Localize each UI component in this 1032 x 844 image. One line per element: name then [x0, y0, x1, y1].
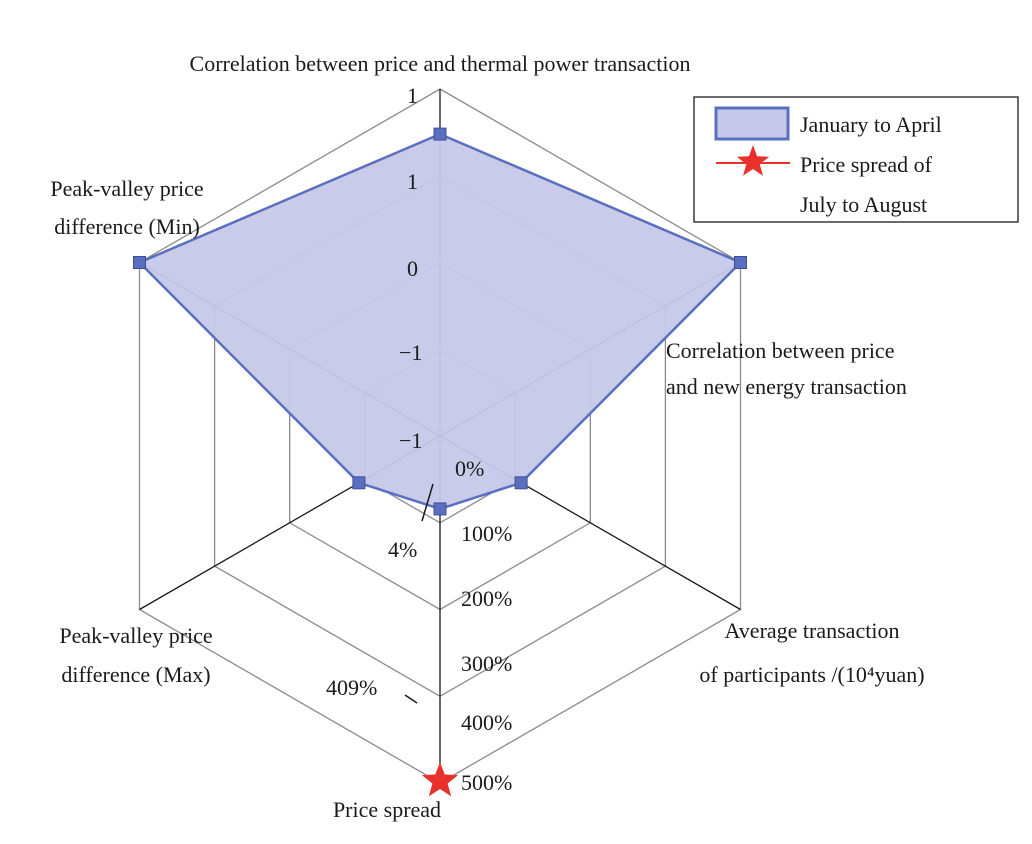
- axis-label-correlation-between-price-and-new-energy-transaction: and new energy transaction: [666, 374, 907, 399]
- tick-label-thermal: 1: [407, 83, 418, 108]
- data-point: [514, 476, 528, 490]
- tick-label-price-spread: 400%: [461, 710, 512, 735]
- data-point: [352, 476, 366, 490]
- axis-label-price-spread: Price spread: [333, 797, 441, 822]
- axis-label-correlation-between-price-and-new-energy-transaction: Correlation between price: [666, 338, 894, 363]
- axis-label-peak-valley-price-difference-max: difference (Max): [61, 662, 210, 687]
- legend-label-price-spread-line1: Price spread of: [800, 152, 933, 177]
- tick-label-thermal: 1: [407, 169, 418, 194]
- axis-label-correlation-between-price-and-thermal-power-transaction: Correlation between price and thermal po…: [190, 51, 691, 76]
- annotation-label: 4%: [388, 537, 417, 562]
- data-point: [433, 502, 447, 516]
- axis-label-average-transaction-of-participants-10-yuan: Average transaction: [725, 618, 900, 643]
- tick-labels: −1 −1 0 1 1 0% 100% 200% 300% 400% 500%: [399, 83, 512, 795]
- data-point: [734, 256, 747, 269]
- axis-labels: Correlation between price and thermal po…: [50, 51, 924, 822]
- tick-label-thermal: −1: [399, 340, 422, 365]
- axis-label-peak-valley-price-difference-min: Peak-valley price: [50, 176, 203, 201]
- marker-star-price-spread-of-july-to-august: [421, 762, 459, 797]
- tick-label-price-spread: 100%: [461, 521, 512, 546]
- axis-label-average-transaction-of-participants-10-yuan: of participants /(10⁴yuan): [699, 662, 924, 687]
- series-area: [133, 127, 747, 516]
- tick-label-price-spread: 300%: [461, 651, 512, 676]
- series-area-january-to-april: [137, 132, 743, 511]
- tick-label-price-spread: 0%: [455, 456, 484, 481]
- tick-label-price-spread: 500%: [461, 770, 512, 795]
- tick-label-price-spread: 200%: [461, 586, 512, 611]
- data-point: [433, 127, 447, 141]
- axis-label-peak-valley-price-difference-min: difference (Min): [54, 214, 200, 239]
- annotation-leader-line: [421, 483, 434, 522]
- legend: January to April Price spread of July to…: [693, 96, 1019, 223]
- tick-label-thermal: 0: [407, 256, 418, 281]
- axis-label-peak-valley-price-difference-max: Peak-valley price: [59, 623, 212, 648]
- legend-star-icon: [736, 145, 770, 176]
- marker-leader-line: [404, 694, 418, 704]
- tick-label-thermal: −1: [399, 428, 422, 453]
- legend-label-price-spread-line2: July to August: [800, 192, 927, 217]
- legend-swatch-area: [714, 106, 790, 141]
- marker-value-label: 409%: [326, 675, 377, 700]
- marker-layer: 409% 4%: [326, 483, 459, 797]
- legend-label-january-to-april: January to April: [800, 112, 942, 137]
- data-point: [133, 256, 146, 269]
